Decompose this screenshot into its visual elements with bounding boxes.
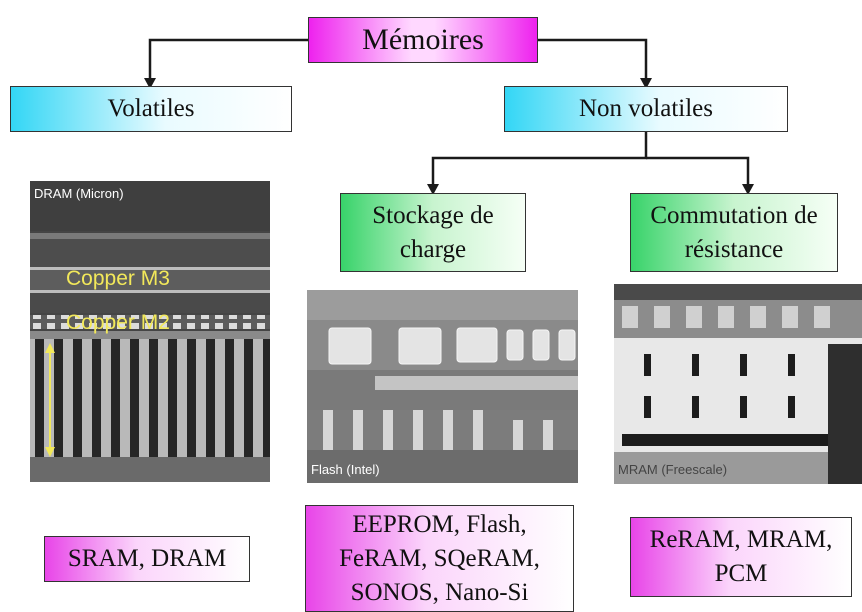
connector-nonvolatiles-charge <box>431 130 648 186</box>
mram-micrograph: MRAM (Freescale) <box>614 284 862 484</box>
dram-label-copper-m2: Copper M2 <box>66 311 170 334</box>
connector-nonvolatiles-resistance <box>646 156 750 186</box>
dram-label-copper-m3: Copper M3 <box>66 267 170 290</box>
flash-micrograph: Flash (Intel) <box>307 290 578 483</box>
charge-examples-line3: SONOS, Nano-Si <box>350 578 529 606</box>
resistance-label-line2: résistance <box>684 235 784 263</box>
example-box-resistance: ReRAM, MRAM, PCM <box>630 517 852 597</box>
resistance-examples-line2: PCM <box>714 560 768 587</box>
arrowhead <box>144 78 156 89</box>
mram-caption: MRAM (Freescale) <box>618 462 728 477</box>
category-box-volatiles: Volatiles <box>10 86 292 132</box>
dram-caption: DRAM (Micron) <box>34 186 124 201</box>
category-box-non-volatiles: Non volatiles <box>504 86 788 132</box>
volatile-examples: SRAM, DRAM <box>67 545 227 572</box>
flash-caption: Flash (Intel) <box>311 462 380 477</box>
subcategory-box-resistance: Commutation de résistance <box>630 193 838 272</box>
subcategory-box-charge: Stockage de charge <box>340 193 526 272</box>
connector-root-nonvolatiles <box>538 38 648 80</box>
charge-examples-line1: EEPROM, Flash, <box>352 510 527 538</box>
arrowhead <box>640 78 652 89</box>
connector-root-volatiles <box>148 38 308 80</box>
dram-micrograph-drawing <box>30 181 270 482</box>
dram-micrograph: DRAM (Micron) Copper M3 Copper M2 <box>30 181 270 482</box>
volatiles-label: Volatiles <box>107 95 195 122</box>
root-box-memoires: Mémoires <box>308 17 538 63</box>
charge-label-line2: charge <box>399 235 467 263</box>
resistance-label-line1: Commutation de <box>650 201 818 229</box>
arrowhead <box>427 184 439 195</box>
resistance-examples-line1: ReRAM, MRAM, <box>649 526 833 553</box>
charge-label-line1: Stockage de <box>372 201 494 229</box>
mram-micrograph-drawing <box>614 284 862 484</box>
example-box-charge: EEPROM, Flash, FeRAM, SQeRAM, SONOS, Nan… <box>305 505 574 612</box>
root-label: Mémoires <box>362 23 484 56</box>
example-box-volatile: SRAM, DRAM <box>44 536 250 582</box>
flash-micrograph-drawing <box>307 290 578 483</box>
arrowhead <box>742 184 754 195</box>
charge-examples-line2: FeRAM, SQeRAM, <box>339 544 540 572</box>
non-volatiles-label: Non volatiles <box>578 95 713 122</box>
